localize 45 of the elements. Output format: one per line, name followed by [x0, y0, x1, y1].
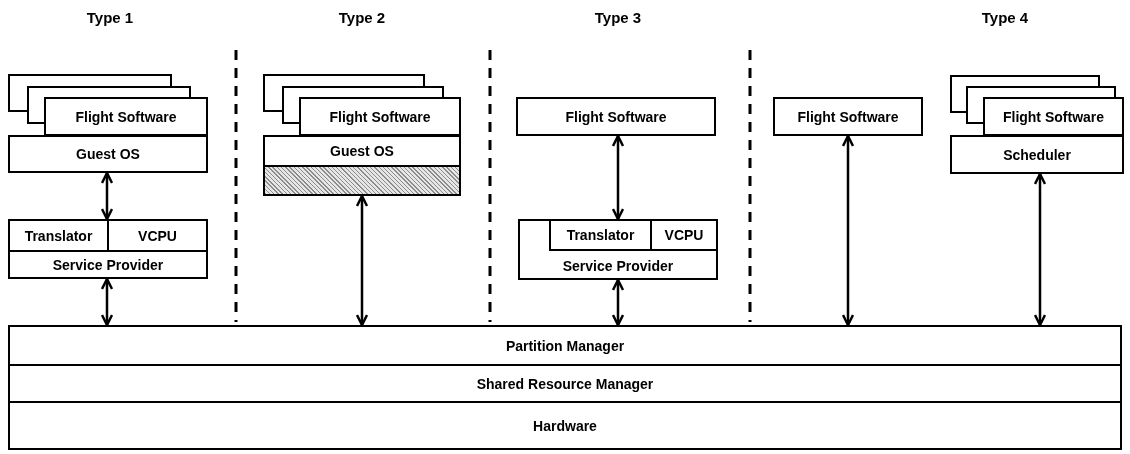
- double-arrow: [1033, 172, 1047, 327]
- layer-box: [518, 219, 718, 280]
- box-label: Flight Software: [328, 107, 432, 127]
- box-label: Translator: [24, 227, 93, 244]
- column-heading: Type 3: [594, 9, 642, 26]
- hatched-box: [263, 165, 461, 196]
- double-arrow: [611, 278, 625, 327]
- double-arrow: [841, 134, 855, 327]
- layer-box: [8, 364, 1122, 403]
- box-label: Service Provider: [562, 258, 674, 274]
- layer-box: [8, 250, 208, 279]
- layer-box: [8, 135, 208, 173]
- stacked-boxes: [950, 75, 1124, 136]
- box-label: Flight Software: [74, 107, 178, 127]
- box-label: Scheduler: [1003, 146, 1071, 163]
- stacked-boxes: [8, 74, 208, 136]
- box-label: Partition Manager: [505, 337, 625, 354]
- box-label: Hardware: [533, 417, 597, 434]
- box-label: Shared Resource Manager: [476, 375, 654, 392]
- layer-box: [107, 219, 208, 252]
- column-heading: Type 2: [338, 9, 386, 26]
- column-heading: Type 4: [981, 9, 1029, 26]
- double-arrow: [100, 277, 114, 327]
- box-label: Flight Software: [565, 108, 667, 125]
- stacked-boxes: [263, 74, 461, 136]
- box-label: Guest OS: [76, 146, 140, 162]
- double-arrow: [611, 134, 625, 221]
- layer-box: [8, 219, 109, 252]
- column-heading: Type 1: [86, 9, 134, 26]
- layer-box: [8, 401, 1122, 450]
- box-label: VCPU: [138, 227, 177, 244]
- box-label: Service Provider: [52, 256, 164, 273]
- double-arrow: [100, 171, 114, 221]
- layer-box: [263, 135, 461, 167]
- layer-box: [950, 135, 1124, 174]
- layer-box: [516, 97, 716, 136]
- double-arrow: [355, 194, 369, 327]
- box-label: Translator: [566, 227, 635, 243]
- layer-box: [549, 219, 652, 251]
- box-label: Guest OS: [330, 143, 394, 159]
- box-label: VCPU: [664, 227, 704, 243]
- layer-box: [773, 97, 923, 136]
- layer-box: [8, 325, 1122, 366]
- box-label: Flight Software: [797, 108, 899, 125]
- box-label: Flight Software: [1001, 107, 1106, 127]
